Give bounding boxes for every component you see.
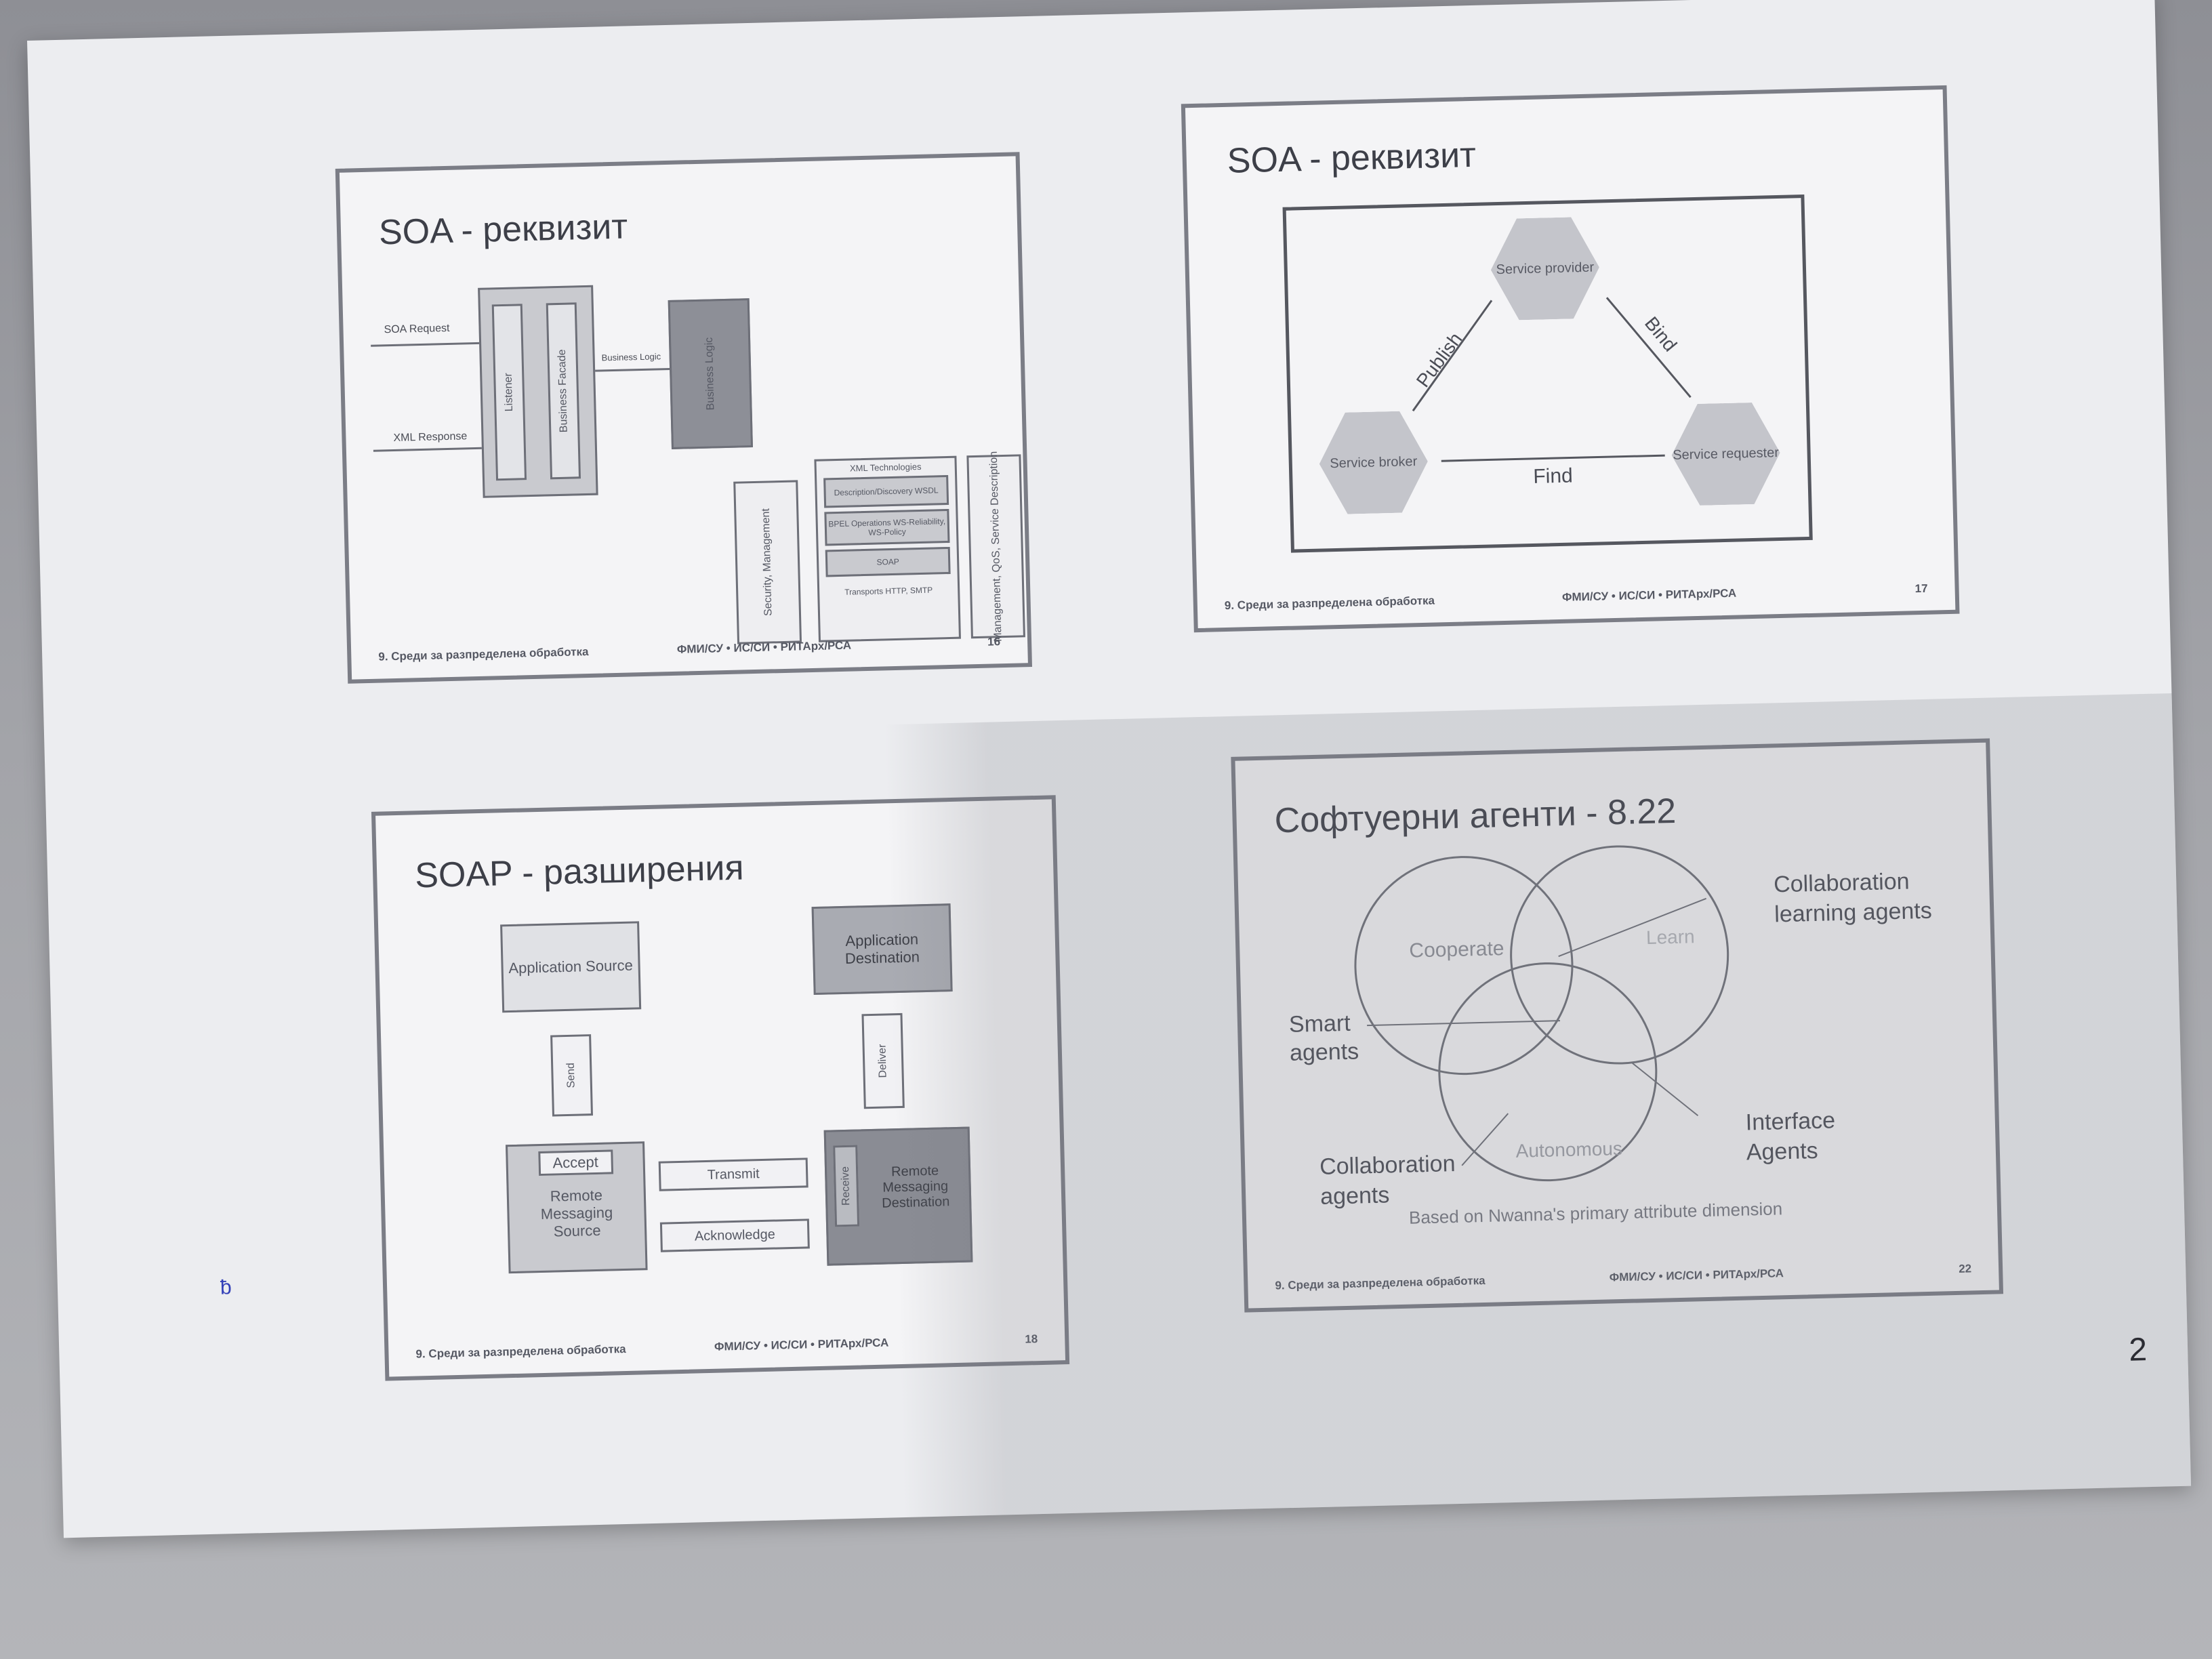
paper-sheet: SOA - реквизит SOA Request XML Response … — [27, 0, 2192, 1538]
slide-footer: 9. Среди за разпределена обработка ФМИ/С… — [378, 624, 1001, 663]
request-label: SOA Request — [384, 322, 450, 336]
rm-source-label: Remote Messaging Source — [540, 1186, 613, 1240]
footer-mid: ФМИ/СУ • ИС/СИ • РИТАрх/РСА — [1561, 586, 1737, 604]
business-facade-box: Business Facade — [546, 302, 581, 480]
response-label: XML Response — [393, 430, 468, 444]
triangle-arrows — [1412, 297, 1692, 462]
slide-title: SOA - реквизит — [1227, 135, 1477, 181]
diagram-frame: Service provider Service broker Service … — [1282, 194, 1813, 553]
business-logic-box: Business Logic — [668, 298, 753, 449]
find-label: Find — [1532, 464, 1574, 488]
slide-number: 22 — [1958, 1262, 1972, 1275]
footer-mid: ФМИ/СУ • ИС/СИ • РИТАрх/РСА — [676, 638, 852, 656]
footer-left: 9. Среди за разпределена обработка — [415, 1342, 626, 1361]
connector-line — [595, 367, 670, 372]
stack-item-2: BPEL Operations WS-Reliability, WS-Polic… — [824, 508, 950, 546]
receive-label: Receive — [839, 1166, 853, 1206]
stray-mark: ƀ — [220, 1276, 232, 1299]
slide-17: SOA - реквизит Service provider Service … — [1181, 85, 1960, 633]
stack-item-1: Description/Discovery WSDL — [823, 474, 949, 508]
management-label: Management, QoS, Service Description — [987, 451, 1004, 642]
smart-agents-label: Smart agents — [1288, 1010, 1359, 1066]
send-arrow: Send — [550, 1034, 594, 1117]
stack-item-3: SOAP — [825, 546, 951, 577]
slide-title: SOAP - разширения — [414, 848, 745, 896]
slide-title: SOA - реквизит — [378, 207, 628, 253]
autonomous-label: Autonomous — [1515, 1137, 1623, 1162]
remote-messaging-source: Accept Remote Messaging Source — [506, 1141, 648, 1274]
footer-mid: ФМИ/СУ • ИС/СИ • РИТАрх/РСА — [714, 1336, 889, 1353]
acknowledge-arrow: Acknowledge — [659, 1218, 810, 1252]
page-number: 2 — [2128, 1332, 2148, 1368]
slide-16: SOA - реквизит SOA Request XML Response … — [335, 152, 1033, 684]
slide-footer: 9. Среди за разпределена обработка ФМИ/С… — [415, 1322, 1038, 1361]
application-destination: Application Destination — [811, 903, 953, 996]
slide-number: 18 — [1025, 1332, 1038, 1346]
send-label: Send — [565, 1062, 577, 1088]
stack-column: XML Technologies Description/Discovery W… — [814, 455, 961, 642]
security-label: Security, Management — [760, 508, 775, 617]
learn-label: Learn — [1645, 926, 1696, 949]
deliver-label: Deliver — [876, 1044, 889, 1078]
stack-header: XML Technologies — [849, 461, 922, 474]
cooperate-label: Cooperate — [1409, 937, 1504, 962]
slide-number: 17 — [1914, 581, 1928, 596]
listener-label: Listener — [502, 373, 516, 412]
response-arrow — [373, 447, 482, 452]
business-facade-label: Business Facade — [556, 349, 570, 433]
footer-left: 9. Среди за разпределена обработка — [378, 645, 589, 663]
management-column: Management, QoS, Service Description — [966, 451, 1025, 642]
business-logic-label: Business Logic — [703, 337, 717, 411]
rm-dest-label: Remote Messaging Destination — [881, 1163, 950, 1211]
slide-22: Софтуерни агенти - 8.22 Cooperate Learn … — [1231, 738, 2004, 1313]
slide-number: 16 — [987, 635, 1001, 649]
deliver-arrow: Deliver — [861, 1012, 905, 1109]
request-arrow — [371, 342, 480, 347]
slide-18: SOAP - разширения Application Source App… — [371, 795, 1070, 1381]
venn-diagram — [1354, 845, 1729, 1182]
slide-footer: 9. Среди за разпределена обработка ФМИ/С… — [1224, 571, 1928, 613]
stack-footer: Transports HTTP, SMTP — [844, 585, 933, 597]
collab-learning-label: Collaboration learning agents — [1773, 868, 1933, 928]
connector-label: Business Logic — [601, 351, 661, 363]
transmit-arrow: Transmit — [658, 1158, 808, 1191]
interface-agents-label: Interface Agents — [1745, 1107, 1836, 1166]
application-source: Application Source — [500, 921, 642, 1013]
footer-left: 9. Среди за разпределена обработка — [1224, 594, 1435, 613]
listener-box: Listener — [491, 304, 527, 481]
receive-box: Receive — [833, 1145, 860, 1227]
security-column: Security, Management — [733, 480, 802, 644]
remote-messaging-destination: Receive Remote Messaging Destination — [823, 1126, 973, 1266]
accept-box: Accept — [537, 1149, 613, 1176]
collab-agents-label: Collaboration agents — [1319, 1151, 1456, 1210]
